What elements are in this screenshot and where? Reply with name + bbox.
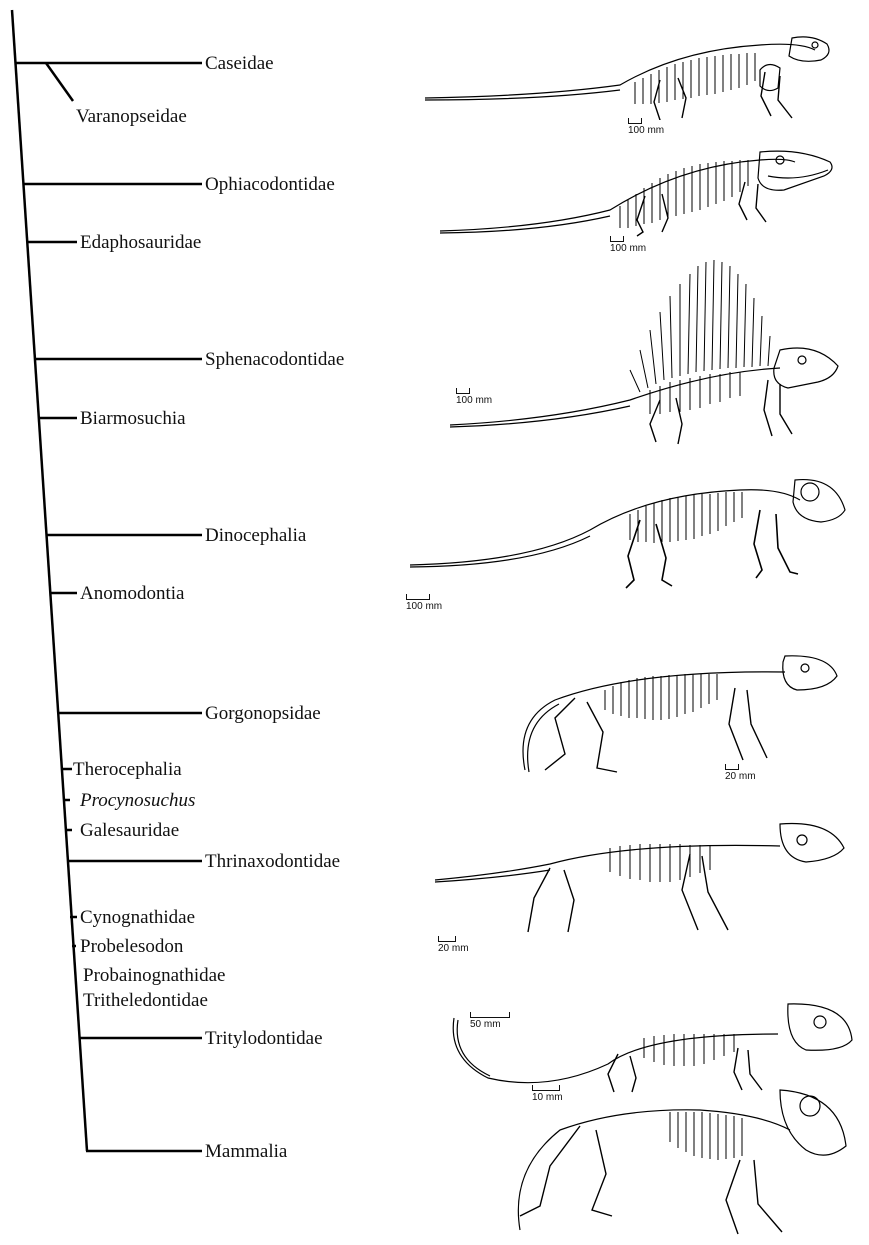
main-stem: [12, 10, 87, 1151]
label-edaphosauridae: Edaphosauridae: [80, 233, 201, 252]
caseid-skeleton-drawing: [420, 30, 840, 120]
label-thrinaxodontidae: Thrinaxodontidae: [205, 852, 340, 871]
label-mammalia: Mammalia: [205, 1142, 287, 1161]
sphenacodont-skeleton-drawing: [450, 260, 850, 470]
gorgonopsian-skeleton-drawing: [515, 650, 845, 780]
mammal-scale-bar: 10 mm: [532, 1085, 563, 1103]
label-varanopseidae: Varanopseidae: [76, 107, 187, 126]
sphenacodont-scale-bar: 100 mm: [456, 388, 492, 406]
branch-varanopseidae: [46, 63, 73, 101]
label-gorgonopsidae: Gorgonopsidae: [205, 704, 321, 723]
dinocephalian-scale-bar: 100 mm: [406, 594, 442, 612]
thrinaxodont-skeleton-drawing: [430, 818, 860, 948]
label-therocephalia: Therocephalia: [73, 760, 182, 779]
caseid-scale-bar: 100 mm: [628, 118, 664, 136]
label-sphenacodontidae: Sphenacodontidae: [205, 350, 344, 369]
label-tritheledontidae: Tritheledontidae: [83, 991, 208, 1010]
label-probainognathidae: Probainognathidae: [83, 966, 225, 985]
gorgonopsian-scale-bar: 20 mm: [725, 764, 756, 782]
label-caseidae: Caseidae: [205, 54, 274, 73]
ophiacodont-skeleton-drawing: [440, 148, 840, 238]
label-anomodontia: Anomodontia: [80, 584, 185, 603]
dinocephalian-skeleton-drawing: [410, 470, 860, 610]
label-galesauridae: Galesauridae: [80, 821, 179, 840]
label-cynognathidae: Cynognathidae: [80, 908, 195, 927]
tritylodont-scale-bar: 50 mm: [470, 1012, 510, 1030]
label-tritylodontidae: Tritylodontidae: [205, 1029, 323, 1048]
label-dinocephalia: Dinocephalia: [205, 526, 306, 545]
label-ophiacodontidae: Ophiacodontidae: [205, 175, 335, 194]
thrinaxodont-scale-bar: 20 mm: [438, 936, 469, 954]
label-biarmosuchia: Biarmosuchia: [80, 409, 186, 428]
mammal-skeleton-drawing: [500, 1080, 855, 1240]
ophiacodont-scale-bar: 100 mm: [610, 236, 646, 254]
label-procynosuchus: Procynosuchus: [80, 791, 195, 810]
label-probelesodon: Probelesodon: [80, 937, 183, 956]
